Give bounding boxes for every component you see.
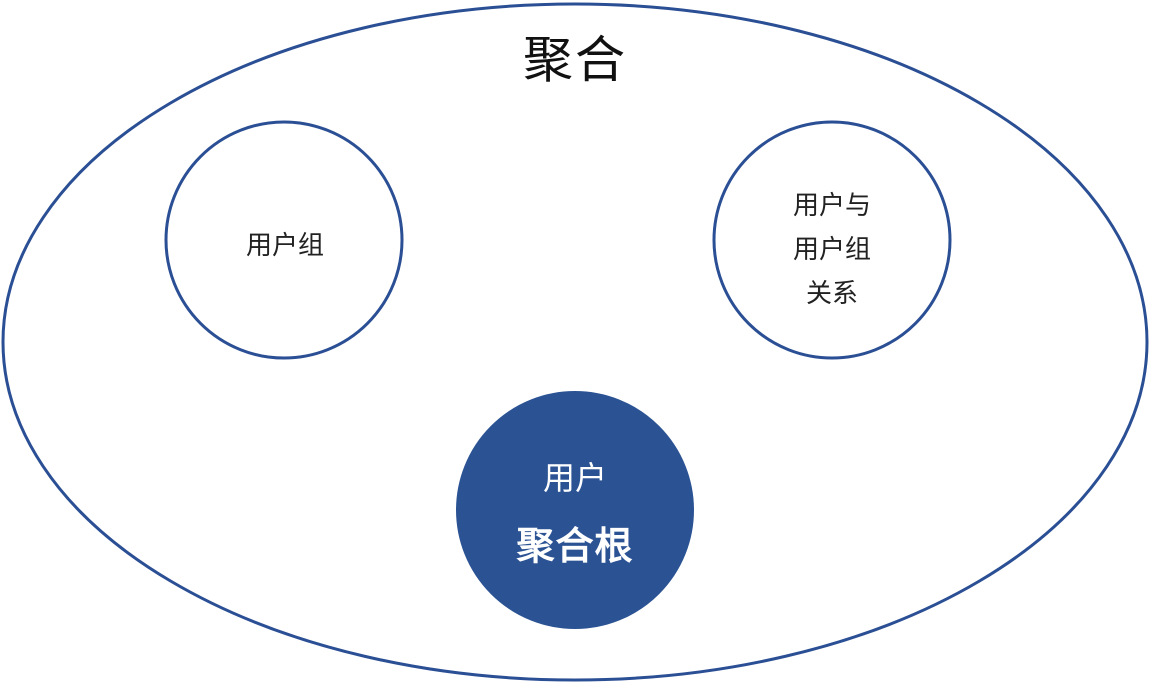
user-group-relation-line-1: 用户与 — [792, 191, 871, 221]
aggregate-root-label-user: 用户 — [542, 459, 607, 497]
user-group-relation-label: 用户与 用户组 关系 — [732, 184, 932, 316]
aggregate-root-label-root: 聚合根 — [516, 524, 634, 568]
user-group-relation-line-2: 用户组 — [792, 235, 871, 265]
user-group-relation-line-3: 关系 — [805, 279, 858, 309]
aggregate-title: 聚合 — [523, 31, 627, 89]
user-group-circle — [164, 120, 404, 360]
aggregate-root-circle — [456, 391, 694, 629]
user-group-label: 用户组 — [245, 231, 324, 261]
user-group-relation-circle — [712, 120, 952, 360]
